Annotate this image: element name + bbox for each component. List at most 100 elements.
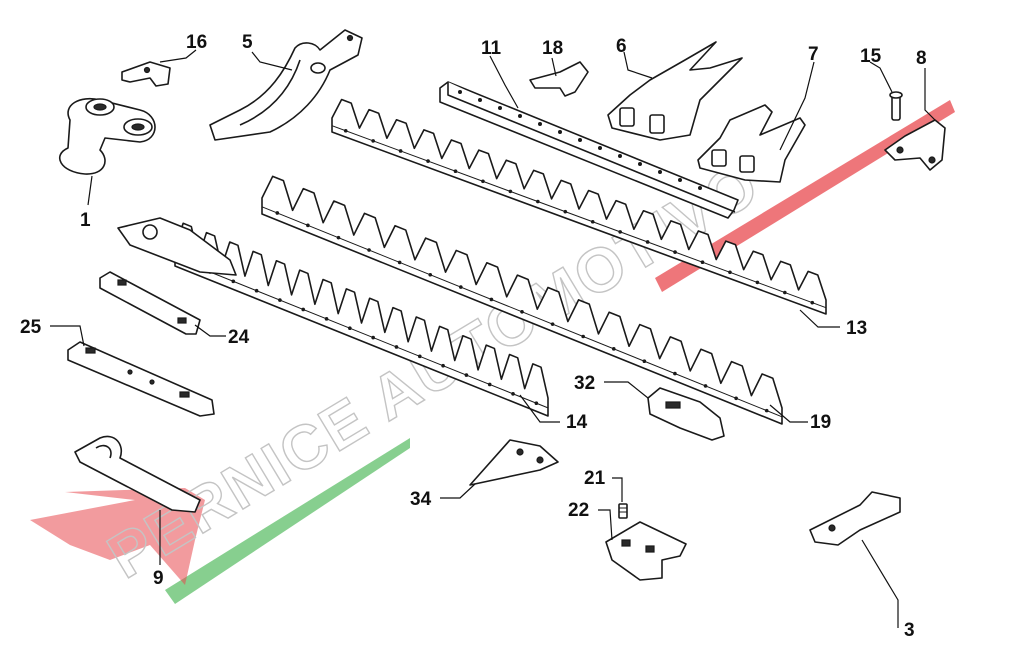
part-8-bracket <box>884 119 946 171</box>
callout-16: 16 <box>186 32 207 53</box>
blade14-rivet <box>417 354 422 359</box>
blade13-rivet <box>783 290 787 295</box>
blade19-rivet <box>306 223 310 228</box>
callout-25: 25 <box>20 317 42 338</box>
callout-22: 22 <box>568 500 589 521</box>
callout-3: 3 <box>904 620 915 641</box>
blade19-rivet <box>336 235 341 240</box>
callout-1: 1 <box>80 210 91 231</box>
callout-8: 8 <box>916 48 927 69</box>
blade14-outline <box>174 222 549 417</box>
blade13-rivet <box>618 230 622 234</box>
blade19-rivet <box>367 248 371 252</box>
blade19-rivet <box>459 285 463 289</box>
blade19-rivet <box>428 272 433 277</box>
blade13-rivet <box>673 250 677 254</box>
part-16-clip <box>121 61 171 87</box>
callout-32: 32 <box>574 373 595 394</box>
blade13-rivet <box>645 240 650 244</box>
part-7-guard-tines <box>697 104 806 183</box>
blade14-rivet <box>348 326 352 331</box>
blade19-rivet <box>734 396 738 401</box>
blade13-rivet <box>508 189 513 194</box>
callout-9: 9 <box>153 568 164 589</box>
callout-labels: 1 3 5 6 7 8 9 11 13 14 15 16 18 19 21 22… <box>20 32 927 641</box>
blade13-rivet <box>536 199 540 204</box>
callout-13: 13 <box>846 318 867 339</box>
part-13-knife-bar <box>331 98 827 315</box>
leader-lines <box>50 49 936 628</box>
part-22-clip <box>605 521 687 581</box>
blade19-outline <box>261 175 783 425</box>
part-5-guard <box>209 29 363 141</box>
callout-21: 21 <box>584 468 606 489</box>
blade14-rivet <box>534 401 539 406</box>
callout-11: 11 <box>481 38 502 59</box>
blade19-rivet <box>489 297 494 302</box>
blade14-rivet <box>511 392 515 396</box>
part-14-knife-bar <box>174 222 549 417</box>
part-14-head-end <box>117 217 237 276</box>
blade14-rivet <box>254 288 259 293</box>
blade19-rivet <box>642 359 647 364</box>
callout-19: 19 <box>810 412 831 433</box>
callout-24: 24 <box>228 327 250 348</box>
blade13-rivet-line <box>331 125 827 309</box>
part-11-slotted-bar <box>439 81 739 219</box>
callout-18: 18 <box>542 38 563 59</box>
blade14-rivet <box>278 298 282 302</box>
blade13-rivet <box>728 270 732 275</box>
blade19-rivet <box>275 211 280 215</box>
blade19-rivet <box>550 322 555 326</box>
blade13-rivet <box>481 179 485 184</box>
part-32-block <box>647 387 725 441</box>
blade14-rivet <box>324 317 329 321</box>
blade14-rivet <box>301 307 306 312</box>
blade19-rivet <box>673 371 677 376</box>
part-6-double-guard <box>607 41 743 141</box>
blade19-rivet <box>611 347 616 351</box>
blade13-rivet <box>590 219 595 224</box>
callout-34: 34 <box>410 489 432 510</box>
part-9-pitman-arm <box>74 435 201 513</box>
blade13-rivet <box>426 159 430 163</box>
blade13-outline <box>331 98 827 315</box>
blade19-rivet <box>397 260 402 265</box>
blade19-rivet <box>581 334 585 339</box>
blade14-rivet <box>441 363 445 368</box>
blade14-rivet-line <box>174 257 549 409</box>
blade19-rivet <box>703 384 708 388</box>
part-19-knife-bar <box>261 175 783 425</box>
blade14-rivet <box>464 373 469 377</box>
blade14-rivet <box>394 345 399 349</box>
callout-15: 15 <box>860 46 882 67</box>
part-15-bolt <box>889 91 903 121</box>
blade14-rivet <box>487 382 492 387</box>
blade14-rivet <box>371 335 375 340</box>
blade13-rivet <box>453 169 458 173</box>
part-24-plate <box>99 271 201 335</box>
watermark-green-stripe <box>165 438 410 604</box>
callout-6: 6 <box>616 36 627 57</box>
part-18-small-section <box>529 61 589 97</box>
part-25-plate <box>67 341 215 417</box>
blade14-rivet <box>231 279 236 284</box>
watermark-red-swoosh <box>30 488 205 585</box>
callout-5: 5 <box>242 32 253 53</box>
blade19-rivet <box>764 408 769 413</box>
callout-7: 7 <box>808 44 819 65</box>
blade13-rivet <box>398 149 403 153</box>
part-34-section <box>469 439 559 486</box>
bar-11-holes <box>458 90 702 190</box>
blade19-rivet <box>520 310 524 314</box>
blade13-rivet <box>810 300 815 305</box>
part-21-spring <box>618 503 628 519</box>
part-1-pitman-head <box>58 98 156 175</box>
blade13-rivet <box>371 139 375 143</box>
blade13-rivet <box>700 260 705 265</box>
blade13-rivet <box>755 280 760 285</box>
blade13-rivet <box>563 209 568 214</box>
callout-14: 14 <box>566 412 588 433</box>
blade13-rivet <box>343 128 348 133</box>
